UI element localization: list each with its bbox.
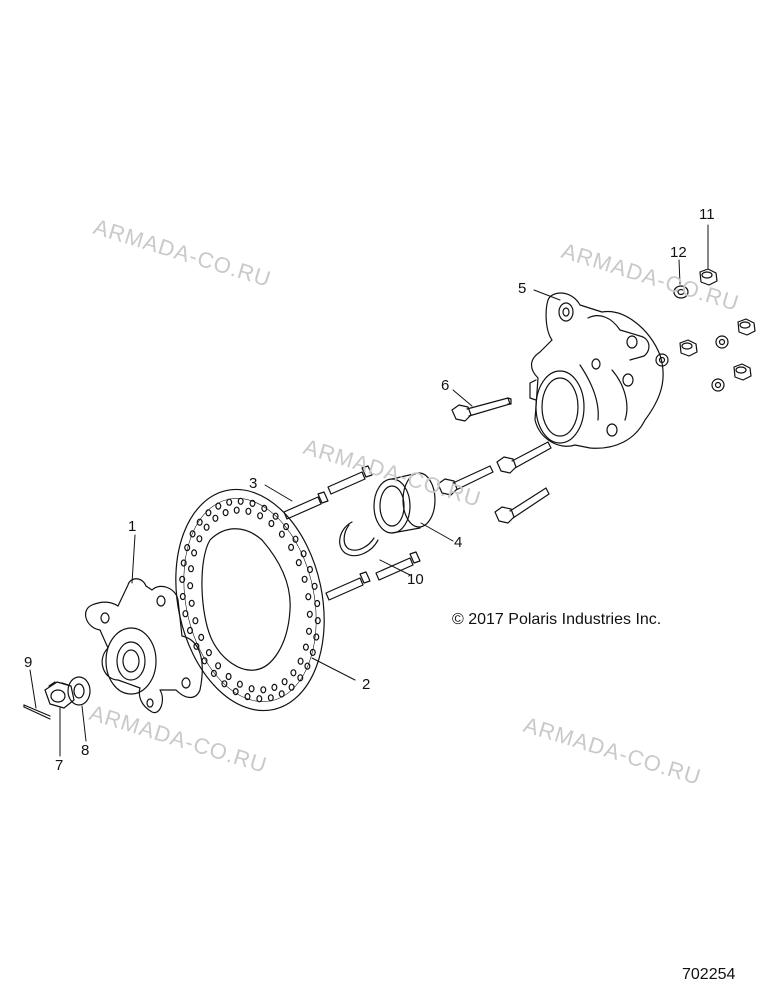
rotor-hole <box>311 582 318 590</box>
rotor-hole <box>205 648 212 657</box>
callout-6: 6 <box>441 377 450 394</box>
drawing-number: 702254 <box>682 966 736 983</box>
rotor-hole <box>307 565 314 574</box>
rotor-hole <box>180 559 187 567</box>
rotor-hole <box>314 616 321 625</box>
callout-3: 3 <box>249 475 258 492</box>
wheel-bearing <box>373 472 436 534</box>
rotor-hole <box>257 512 264 520</box>
rotor-hole <box>300 550 307 558</box>
hub-nut-washer-pin <box>23 676 91 720</box>
callout-1: 1 <box>128 518 137 535</box>
rotor-hole <box>256 695 263 703</box>
rotor-hole <box>191 549 198 557</box>
rotor-hole <box>232 687 239 696</box>
rotor-hole <box>260 686 267 694</box>
callout-9: 9 <box>24 654 33 671</box>
rotor-hole <box>297 657 304 665</box>
snap-ring <box>339 521 379 557</box>
rotor-hole <box>205 509 212 517</box>
rotor-hole <box>210 669 217 678</box>
rotor-hole <box>314 599 321 608</box>
rotor-hole <box>193 642 200 650</box>
callout-11: 11 <box>699 206 715 223</box>
rotor-hole <box>297 674 304 682</box>
brake-rotor <box>175 488 325 712</box>
rotor-hole <box>304 662 311 670</box>
rotor-hole <box>198 633 205 642</box>
rotor-hole <box>182 610 189 618</box>
rotor-hole <box>196 535 203 543</box>
rotor-hole <box>281 678 288 686</box>
rotor-hole <box>179 592 186 601</box>
rotor-hole <box>179 575 186 584</box>
rotor-hole <box>278 690 285 698</box>
rotor-hole <box>215 662 222 670</box>
rotor-hole <box>290 669 297 677</box>
rotor-hole <box>196 518 203 526</box>
rotor-hole <box>187 626 194 635</box>
rotor-hole <box>203 523 210 531</box>
rotor-hole <box>305 593 312 601</box>
rotor-hole <box>188 565 195 573</box>
rotor-hole <box>237 497 244 505</box>
rotor-hole <box>215 502 222 510</box>
rotor-hole <box>306 627 313 635</box>
rotor-hole <box>222 508 229 517</box>
rotor-hole <box>283 522 290 531</box>
rotor-hole <box>245 507 252 515</box>
rotor-hole <box>236 680 243 688</box>
rotor-hole <box>313 633 320 641</box>
callout-12: 12 <box>670 244 687 261</box>
leader-lines <box>29 224 709 757</box>
rotor-hole <box>278 530 285 538</box>
rotor-hole <box>292 535 299 543</box>
rotor-hole <box>188 599 195 607</box>
rotor-hole <box>221 680 228 688</box>
rotor-hole <box>295 558 302 567</box>
callout-10: 10 <box>407 571 424 588</box>
rotor-hole <box>187 582 194 590</box>
rotor-hole <box>249 499 256 507</box>
rotor-hole <box>268 519 275 528</box>
callout-8: 8 <box>81 742 90 759</box>
wheel-studs <box>283 465 421 601</box>
rotor-hole <box>233 506 240 514</box>
knuckle-part <box>529 292 664 449</box>
rotor-hole <box>225 672 232 681</box>
flange-bolts <box>437 397 552 524</box>
rotor-hole <box>302 643 309 651</box>
rotor-hole <box>301 575 308 583</box>
rotor-hole <box>288 543 295 552</box>
copyright-notice: © 2017 Polaris Industries Inc. <box>452 611 662 628</box>
rotor-hole <box>261 504 268 512</box>
rotor-hole <box>226 498 233 506</box>
rotor-hole <box>309 648 316 657</box>
rotor-hole <box>288 683 295 691</box>
fasteners-11-12 <box>655 268 756 392</box>
rotor-hole <box>272 512 279 520</box>
callout-7: 7 <box>55 757 64 774</box>
rotor-hole <box>212 514 219 522</box>
rotor-hole <box>184 543 191 552</box>
wheel-hub <box>84 578 203 714</box>
callout-4: 4 <box>454 534 463 551</box>
rotor-hole <box>192 617 199 625</box>
rotor-hole <box>267 694 274 702</box>
rotor-hole <box>306 610 313 618</box>
rotor-hole <box>244 692 251 701</box>
rotor-hole <box>248 685 255 693</box>
callout-5: 5 <box>518 280 527 297</box>
rotor-holes <box>179 497 321 703</box>
rotor-hole <box>271 683 278 692</box>
rotor-hole <box>189 530 196 538</box>
callout-2: 2 <box>362 676 371 693</box>
